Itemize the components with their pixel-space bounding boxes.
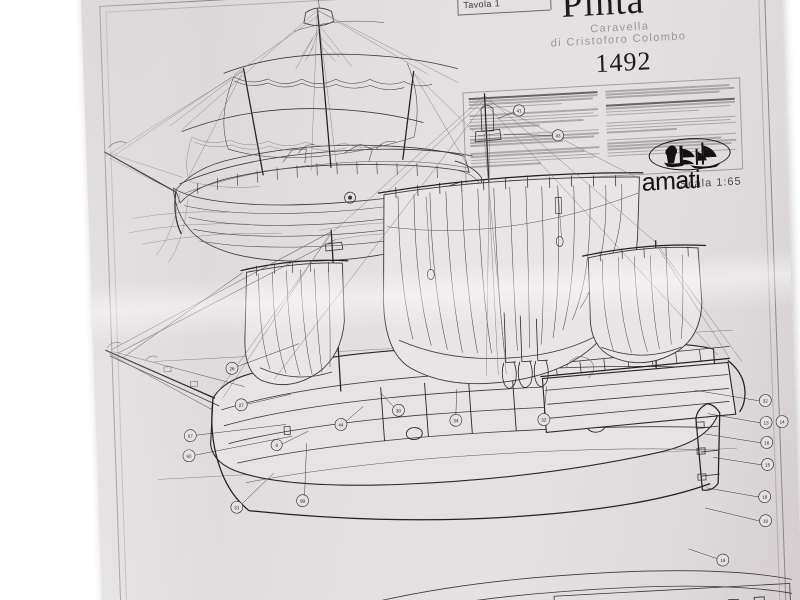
callout-group-bow: 26 87 60 31 xyxy=(182,343,364,514)
perspective-bulwark-rail xyxy=(179,148,473,194)
callout-marker: 19 xyxy=(704,507,772,527)
bulwark-stanchions xyxy=(380,377,517,442)
callout-marker: 44 xyxy=(334,406,364,431)
title-block: Tavola 1 Pinta Caravella di Cristoforo C… xyxy=(453,0,752,215)
callout-marker: 16 xyxy=(704,433,774,449)
callout-marker: 43 xyxy=(503,129,564,142)
fore-sail xyxy=(240,259,349,386)
svg-text:30: 30 xyxy=(396,408,402,413)
callout-marker: 30 xyxy=(380,393,405,417)
callout-marker: 15 xyxy=(713,457,774,471)
callout-group-midship: 30 34 32 xyxy=(380,386,551,427)
svg-text:41: 41 xyxy=(516,108,522,113)
perspective-deck-details xyxy=(282,141,397,164)
callout-marker: 89 xyxy=(296,443,309,507)
callout-marker: 34 xyxy=(449,389,463,427)
rigging-blocks-tackle xyxy=(501,312,594,389)
deck-plan-partial-drawing: 28 27 xyxy=(253,570,793,600)
callout-marker: 13 xyxy=(707,413,773,429)
callout-marker: 31 xyxy=(230,473,274,514)
callout-marker: 8 xyxy=(270,431,309,451)
svg-text:8: 8 xyxy=(275,443,278,448)
callout-marker: 32 xyxy=(694,390,772,407)
main-sail xyxy=(377,172,644,385)
svg-text:13: 13 xyxy=(763,420,769,425)
ship-side-elevation-drawing: 26 87 60 31 xyxy=(105,93,793,600)
plan-sheet-paper: Tavola 1 Pinta Caravella di Cristoforo C… xyxy=(80,0,800,600)
stern-castle xyxy=(540,345,746,491)
callout-group-stern: 32 13 14 16 xyxy=(694,390,789,527)
svg-text:34: 34 xyxy=(453,418,459,423)
svg-text:27: 27 xyxy=(239,403,245,408)
callout-marker: 87 xyxy=(183,424,286,442)
callout-group-masthead: 41 43 xyxy=(497,104,564,142)
mizzen-sail xyxy=(582,244,706,364)
svg-text:43: 43 xyxy=(555,133,561,138)
callout-marker: 41 xyxy=(497,104,525,119)
callout-marker: 26 xyxy=(225,343,300,375)
svg-text:89: 89 xyxy=(300,499,306,504)
svg-text:14: 14 xyxy=(779,419,785,424)
callout-marker: 18 xyxy=(706,487,771,503)
callout-marker: 19 xyxy=(688,548,730,567)
svg-text:87: 87 xyxy=(188,433,194,438)
ship-oval-logo-icon xyxy=(648,136,732,173)
callout-marker: 27 xyxy=(234,393,291,412)
svg-text:32: 32 xyxy=(541,417,547,422)
svg-text:60: 60 xyxy=(186,454,192,459)
svg-text:19: 19 xyxy=(763,519,769,524)
svg-text:15: 15 xyxy=(765,462,771,467)
bowsprit-and-head-rigging xyxy=(105,231,336,411)
amati-logo: amati xyxy=(636,135,742,203)
svg-text:19: 19 xyxy=(720,558,726,563)
svg-text:26: 26 xyxy=(229,366,235,371)
perspective-masts-and-rigging xyxy=(104,0,479,263)
callout-marker: 32 xyxy=(537,386,551,426)
svg-text:44: 44 xyxy=(338,422,344,427)
svg-text:31: 31 xyxy=(234,505,240,510)
svg-text:16: 16 xyxy=(764,440,770,445)
caravel-perspective-ink-drawing xyxy=(104,0,482,263)
callout-marker: 14 xyxy=(775,415,789,428)
svg-text:18: 18 xyxy=(762,495,768,500)
svg-text:32: 32 xyxy=(763,398,769,403)
